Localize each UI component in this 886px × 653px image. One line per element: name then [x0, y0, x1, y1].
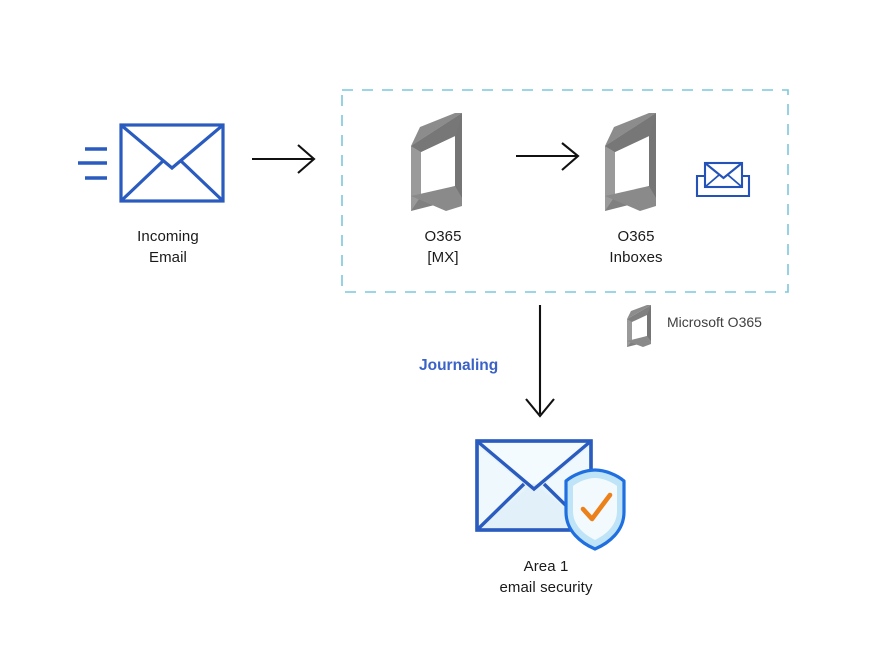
- node-label-o365-inboxes: O365 Inboxes: [609, 228, 663, 266]
- legend-label-microsoft-o365: Microsoft O365: [667, 314, 762, 330]
- microsoft-office-logo-mx-icon: [411, 113, 462, 211]
- arrow-incoming-to-mx: [252, 144, 316, 174]
- arrow-inboxes-to-area1: [525, 305, 555, 418]
- speed-lines-icon: [78, 147, 107, 180]
- microsoft-office-logo-inboxes-icon: [605, 113, 656, 211]
- node-label-incoming-email: Incoming Email: [137, 228, 199, 266]
- envelope-outline-icon: [119, 123, 225, 203]
- arrow-mx-to-inboxes: [516, 142, 580, 171]
- node-label-o365-mx: O365 [MX]: [424, 228, 462, 266]
- legend-office-logo-icon: [627, 305, 651, 347]
- inbox-tray-envelope-icon: [695, 161, 751, 198]
- connector-label-journaling: Journaling: [419, 357, 499, 374]
- node-label-area1-email-security: Area 1 email security: [499, 558, 593, 596]
- envelope-with-shield-check-icon: [475, 439, 626, 551]
